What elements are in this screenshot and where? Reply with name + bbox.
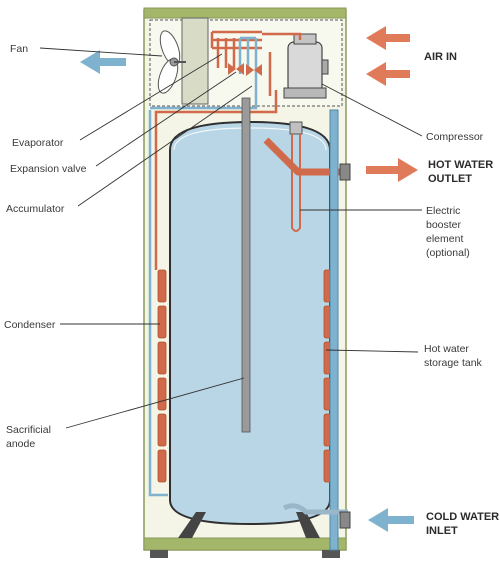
label-electric-booster-4: (optional) [426,247,470,259]
label-sacrificial-anode-1: Sacrificial [6,424,51,436]
refrigerant-blue-lines [148,74,258,497]
expansion-valve-icon [228,63,262,76]
label-hot-water-outlet-1: HOT WATER [428,159,493,171]
label-cold-water-inlet-1: COLD WATER [426,511,499,523]
label-hot-water-tank-1: Hot water [424,343,469,355]
air-out-arrow-icon [80,50,126,74]
hot-water-fitting [339,163,351,181]
refrigerant-lines [154,32,302,270]
compressor-icon [283,33,329,99]
tank-leg-left [178,512,206,538]
cold-water-inlet-pipe [282,503,348,515]
cold-water-inlet-arrow-icon [368,508,414,532]
fan-icon [157,17,209,105]
label-fan: Fan [10,43,28,55]
tank-leg-right [296,512,320,538]
label-hot-water-outlet-2: OUTLET [428,173,472,185]
air-in-arrow-icon [366,26,410,86]
cabinet-foot-left [150,550,168,558]
evaporator-coil [210,30,262,68]
label-cold-water-inlet-2: INLET [426,525,458,537]
label-hot-water-tank-2: storage tank [424,357,483,369]
label-sacrificial-anode-2: anode [6,438,35,450]
cold-water-fitting [339,511,351,529]
cabinet-base [143,537,347,551]
hot-water-outlet-arrow-icon [366,158,418,182]
label-electric-booster-3: element [426,233,463,245]
label-air-in: AIR IN [424,51,457,63]
cabinet-foot-right [322,550,340,558]
label-evaporator: Evaporator [12,137,64,149]
sacrificial-anode [241,97,251,433]
label-accumulator: Accumulator [6,203,65,215]
cabinet-top-band [143,7,347,19]
label-electric-booster-1: Electric [426,205,460,217]
condenser-coil-left [157,269,167,483]
label-expansion-valve: Expansion valve [10,163,87,175]
cold-water-riser [329,109,339,551]
electric-booster-element [289,121,303,232]
label-electric-booster-2: booster [426,219,462,231]
label-compressor: Compressor [426,131,484,143]
leader-lines [39,47,423,429]
label-condenser: Condenser [4,319,56,331]
